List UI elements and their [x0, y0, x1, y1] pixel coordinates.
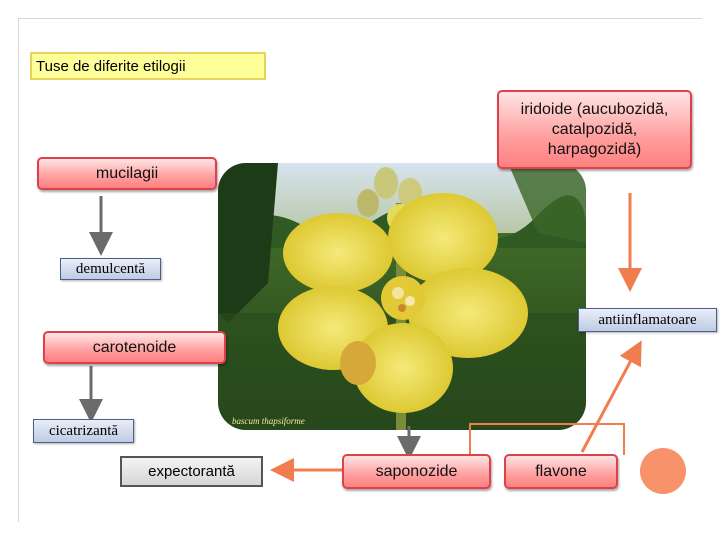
iridoide-line-2: catalpozidă,	[552, 120, 637, 140]
node-iridoide: iridoide (aucubozidă, catalpozidă, harpa…	[497, 90, 692, 169]
node-flavone: flavone	[504, 454, 618, 489]
effect-expectoranta: expectorantă	[120, 456, 263, 487]
bracket-flavone	[470, 424, 624, 455]
iridoide-line-3: harpagozidă)	[548, 140, 641, 160]
node-mucilagii: mucilagii	[37, 157, 217, 190]
arrow-flavone-antiinflamatoare	[582, 351, 636, 452]
effect-antiinflamatoare: antiinflamatoare	[578, 308, 717, 332]
node-carotenoide: carotenoide	[43, 331, 226, 364]
effect-cicatrizanta: cicatrizantă	[33, 419, 134, 443]
accent-circle	[640, 448, 686, 494]
iridoide-line-1: iridoide (aucubozidă,	[521, 100, 669, 120]
node-saponozide: saponozide	[342, 454, 491, 489]
effect-demulcenta: demulcentă	[60, 258, 161, 280]
